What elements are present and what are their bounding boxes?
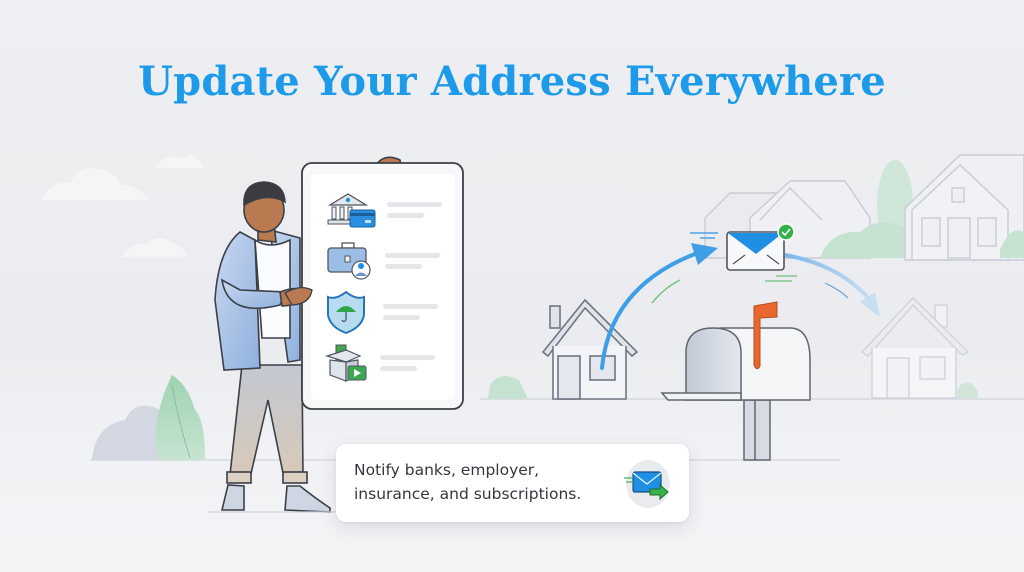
caption-text: Notify banks, employer, insurance, and s… xyxy=(354,458,604,506)
caption-line-1: Notify banks, employer, xyxy=(354,461,540,479)
move-arrow-left xyxy=(600,250,702,370)
bank-card-icon xyxy=(327,193,376,228)
briefcase-person-icon xyxy=(327,242,371,280)
move-arrow-right xyxy=(784,253,872,302)
box-play-icon xyxy=(325,344,367,382)
envelope-forward-icon xyxy=(624,460,670,508)
caption-line-2: insurance, and subscriptions. xyxy=(354,485,582,503)
bush-icon xyxy=(92,375,205,460)
page-title: Update Your Address Everywhere xyxy=(138,58,886,105)
new-house-icon xyxy=(860,296,979,399)
checklist-board xyxy=(301,162,464,410)
caption-card: Notify banks, employer, insurance, and s… xyxy=(336,444,689,522)
cloud-icon xyxy=(42,155,205,257)
check-icon xyxy=(781,228,791,237)
old-house-icon xyxy=(541,298,639,400)
shield-umbrella-icon xyxy=(327,290,365,335)
envelope-icon xyxy=(726,223,795,271)
mailbox-icon xyxy=(660,301,811,461)
